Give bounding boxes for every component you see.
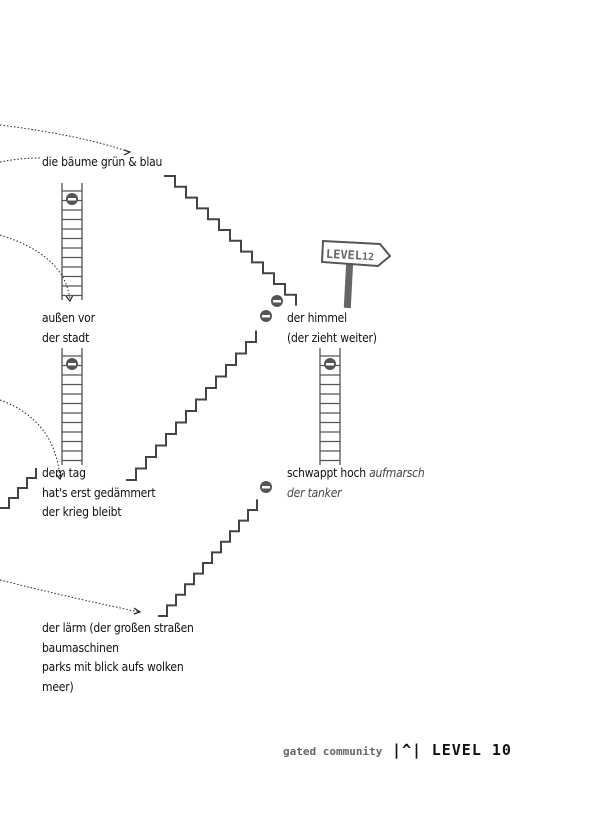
stanza-1: die bäume grün & blau [42, 155, 163, 169]
svg-text:LEVEL12: LEVEL12 [326, 247, 375, 264]
line: der lärm (der großen straßen [42, 621, 194, 635]
line: der krieg bleibt [42, 505, 122, 519]
level-label: LEVEL 10 [431, 741, 512, 759]
no-entry-icon [260, 310, 272, 322]
level-12-sign: LEVEL12 [320, 239, 392, 309]
page-footer: gated community |^| LEVEL 10 [283, 740, 512, 759]
italic-line: der tanker [287, 485, 342, 500]
dotted-arrow [0, 157, 41, 163]
staircase [158, 499, 258, 617]
dotted-arrow [0, 234, 71, 301]
line: der stadt [42, 330, 90, 345]
staircase [164, 175, 297, 306]
line: meer) [42, 679, 74, 694]
stanza-4: dem tag hat's erst gedämmert der krieg ble… [42, 464, 156, 523]
level-symbol: |^| [391, 741, 423, 759]
line: hat's erst gedämmert [42, 485, 156, 500]
dotted-arrow [0, 579, 141, 613]
line: der himmel [287, 311, 347, 325]
no-entry-icon [66, 358, 78, 370]
italic-word: aufmarsch [369, 466, 425, 480]
line: außen vor [42, 311, 95, 325]
stanza-2: außen vor der stadt [42, 309, 95, 348]
dotted-arrow [0, 399, 61, 479]
stanza-6: der lärm (der großen straßen baumaschinen… [42, 619, 194, 697]
stanza-3: der himmel (der zieht weiter) [287, 309, 377, 348]
dotted-arrow [0, 124, 131, 153]
ladder [61, 348, 83, 465]
line: (der zieht weiter) [287, 330, 377, 345]
no-entry-icon [66, 193, 78, 205]
no-entry-icon [271, 295, 283, 307]
series-title: gated community [283, 745, 383, 758]
line: schwappt hoch [287, 466, 366, 480]
staircase [0, 468, 37, 509]
no-entry-icon [324, 358, 336, 370]
stanza-5: schwappt hoch aufmarsch der tanker [287, 464, 425, 503]
ladder [319, 348, 341, 465]
staircase [126, 330, 257, 481]
line: baumaschinen [42, 640, 119, 655]
line: parks mit blick aufs wolken [42, 660, 184, 674]
line: dem tag [42, 466, 86, 480]
no-entry-icon [260, 481, 272, 493]
